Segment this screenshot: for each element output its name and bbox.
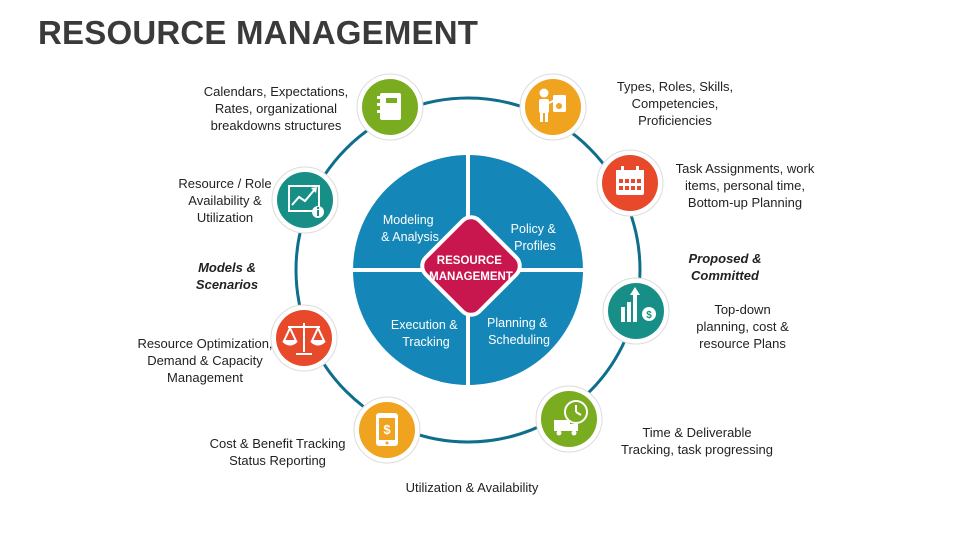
side-label-proposed: Proposed & Committed <box>688 251 762 283</box>
node-label-calendars: Calendars, Expectations, Rates, organiza… <box>203 84 349 133</box>
outer-ring <box>294 96 642 444</box>
growth-bars-dollar-icon: $ <box>621 287 656 322</box>
node-label-task-assignments: Task Assignments, work items, personal t… <box>675 161 815 210</box>
clock-truck-icon <box>554 400 588 436</box>
node-label-top-down: Top-down planning, cost & resource Plans <box>696 302 789 351</box>
quadrant-label-planning: Planning & Scheduling <box>487 316 551 347</box>
node-calendar <box>596 149 664 217</box>
phone-dollar-icon: $ <box>376 413 398 446</box>
balance-scale-icon <box>282 323 326 355</box>
node-trend <box>271 166 339 234</box>
node-label-availability: Resource / Role Availability & Utilizati… <box>178 176 272 225</box>
node-person <box>519 73 587 141</box>
node-growth: $ <box>602 277 670 345</box>
side-label-models: Models & Scenarios <box>195 260 259 292</box>
svg-text:$: $ <box>383 422 391 437</box>
side-label-bottom: Utilization & Availability <box>405 480 539 495</box>
node-scale <box>270 304 338 372</box>
node-label-time-deliverable: Time & Deliverable Tracking, task progre… <box>621 425 773 457</box>
page-title: RESOURCE MANAGEMENT <box>38 14 479 51</box>
node-label-types-roles: Types, Roles, Skills, Competencies, Prof… <box>616 79 734 128</box>
calendar-icon <box>616 166 644 195</box>
person-clipboard-icon <box>539 88 566 122</box>
svg-text:$: $ <box>646 310 652 321</box>
quadrant-label-modeling: Modeling & Analysis <box>381 213 439 244</box>
notebook-icon <box>377 93 401 120</box>
node-layer: $ $ <box>270 73 670 464</box>
center-badge: RESOURCE MANAGEMENT <box>420 215 522 317</box>
trend-chart-icon <box>288 185 324 218</box>
center-label: RESOURCE MANAGEMENT <box>429 255 513 283</box>
quadrant-label-execution: Execution & Tracking <box>391 318 461 349</box>
node-phone: $ <box>353 396 421 464</box>
quadrant-label-policy: Policy & Profiles <box>511 222 560 253</box>
node-clock <box>535 385 603 453</box>
quadrant-execution <box>353 270 468 385</box>
node-notebook <box>356 73 424 141</box>
node-label-optimization: Resource Optimization, Demand & Capacity… <box>137 336 273 385</box>
node-label-cost-benefit: Cost & Benefit Tracking Status Reporting <box>209 436 346 468</box>
quadrant-planning <box>468 270 583 385</box>
